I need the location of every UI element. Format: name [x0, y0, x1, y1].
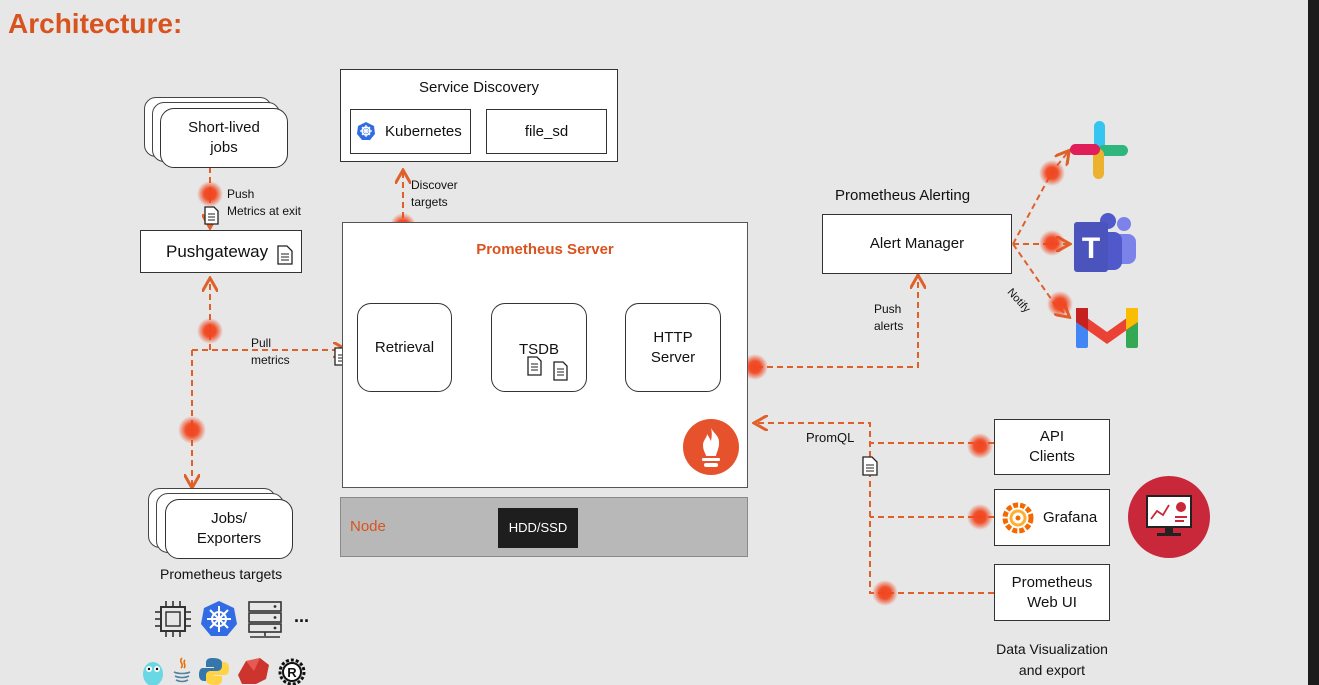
pushgateway-box: Pushgateway — [140, 230, 302, 273]
arrow-push-alerts — [757, 277, 918, 368]
kubernetes-icon — [357, 122, 375, 140]
prometheus-flame-icon — [683, 419, 739, 475]
file-sd-box: file_sd — [486, 109, 607, 154]
tsdb-box: TSDB — [491, 303, 587, 392]
promql-label: PromQL — [806, 430, 855, 445]
node-label: Node — [350, 518, 386, 535]
retrieval-box: Retrieval — [357, 303, 452, 392]
storage-label: HDD/SSD — [508, 520, 568, 535]
grafana-icon — [1002, 502, 1034, 534]
arrow-webui — [869, 443, 994, 594]
alert-manager-label: Alert Manager — [869, 235, 965, 252]
document-icon — [204, 206, 219, 225]
service-discovery-title: Service Discovery — [418, 79, 540, 96]
prometheus-server-title: Prometheus Server — [476, 241, 614, 258]
teams-icon: T — [1074, 213, 1136, 272]
tsdb-label: TSDB — [518, 341, 559, 358]
grafana-box: Grafana — [994, 489, 1110, 546]
document-icon — [527, 356, 568, 381]
go-gopher-icon — [143, 662, 163, 685]
dashboard-monitor-icon — [1128, 476, 1210, 558]
svg-text:T: T — [1082, 232, 1100, 265]
gmail-icon — [1076, 308, 1138, 348]
document-icon — [862, 456, 878, 476]
ruby-icon — [238, 658, 269, 684]
svg-text:R: R — [287, 665, 297, 680]
jobs-exporters-box: Jobs/Exporters — [165, 499, 293, 559]
arrow-promql — [756, 423, 994, 444]
kubernetes-icon — [201, 601, 237, 636]
prometheus-targets-label: Prometheus targets — [160, 566, 283, 582]
document-icon — [277, 245, 293, 265]
pushgateway-label: Pushgateway — [166, 241, 269, 261]
file-sd-label: file_sd — [524, 122, 569, 140]
grafana-label: Grafana — [1043, 508, 1098, 526]
window-edge — [1308, 0, 1319, 685]
java-icon — [173, 657, 191, 683]
server-rack-icon — [248, 601, 282, 638]
slack-icon — [1070, 121, 1128, 179]
cpu-chip-icon — [155, 601, 191, 637]
python-icon — [199, 658, 229, 685]
page-title: Architecture: — [8, 8, 183, 39]
prometheus-alerting-title: Prometheus Alerting — [835, 187, 971, 204]
rust-icon: R — [278, 658, 306, 685]
kubernetes-label: Kubernetes — [385, 122, 462, 140]
alert-manager-box: Alert Manager — [822, 214, 1012, 274]
retrieval-label: Retrieval — [374, 338, 435, 356]
more-targets-label: ... — [294, 606, 310, 626]
storage-box: HDD/SSD — [498, 508, 578, 548]
